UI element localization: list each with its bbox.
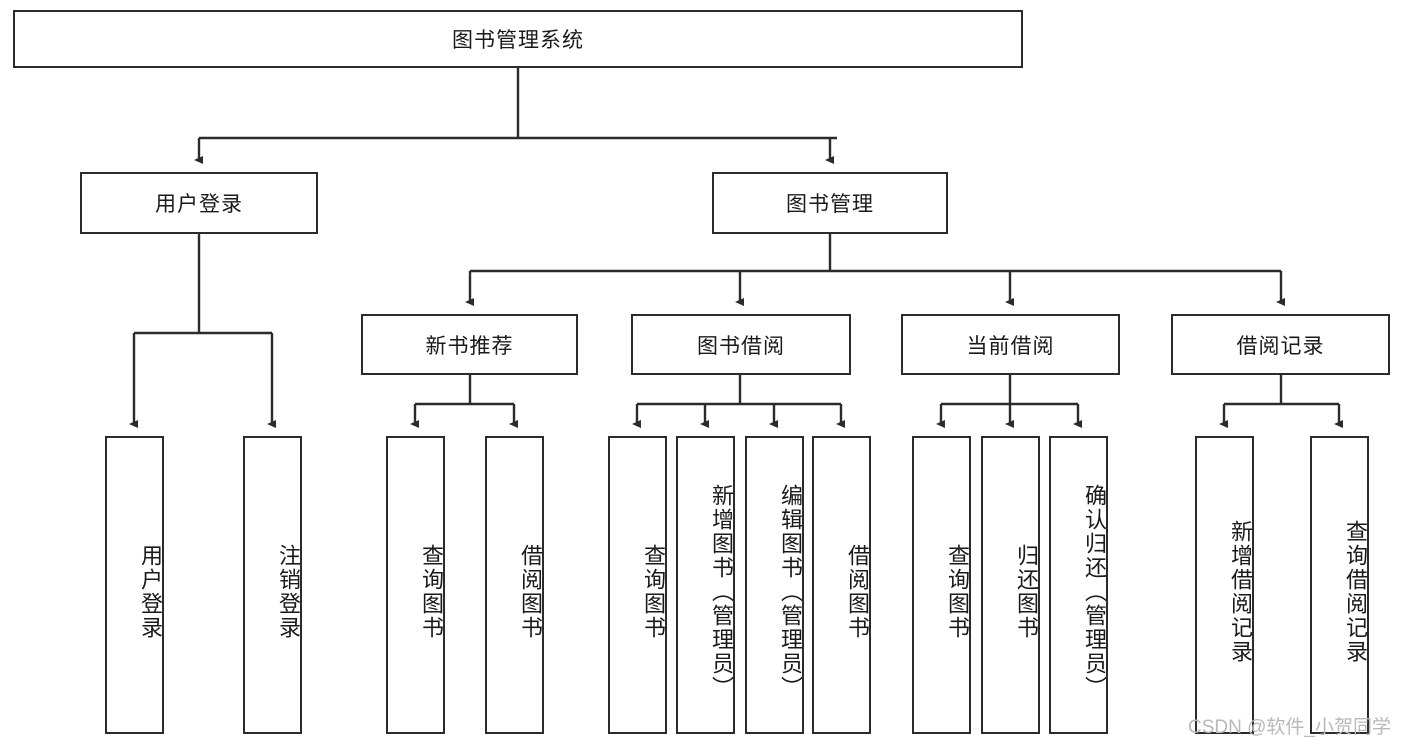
leaf-label: 用户登录 <box>138 544 163 640</box>
node-book-borrow-label: 图书借阅 <box>697 334 785 358</box>
node-book-management[interactable]: 图书管理 <box>712 172 948 234</box>
leaf-label: 借阅图书 <box>518 544 543 640</box>
node-borrow-record-label: 借阅记录 <box>1236 334 1325 358</box>
leaf-label: 借阅图书 <box>845 544 870 640</box>
leaf-label: 新增图书（管理员） <box>709 484 734 700</box>
node-root[interactable]: 图书管理系统 <box>13 10 1023 68</box>
node-user-login-label: 用户登录 <box>155 193 243 216</box>
node-current-borrow-label: 当前借阅 <box>966 334 1055 358</box>
node-book-borrow[interactable]: 图书借阅 <box>631 314 851 375</box>
leaf-label: 查询图书 <box>419 544 444 640</box>
leaf-current-borrow-1[interactable]: 归还图书 <box>981 436 1040 734</box>
node-book-management-label: 图书管理 <box>786 193 874 216</box>
leaf-new-book-recommend-1[interactable]: 借阅图书 <box>485 436 544 734</box>
leaf-current-borrow-0[interactable]: 查询图书 <box>912 436 971 734</box>
leaf-book-borrow-3[interactable]: 借阅图书 <box>812 436 871 734</box>
leaf-user-login-0[interactable]: 用户登录 <box>105 436 164 734</box>
node-user-login[interactable]: 用户登录 <box>80 172 318 234</box>
leaf-borrow-record-0[interactable]: 新增借阅记录 <box>1195 436 1254 734</box>
leaf-book-borrow-2[interactable]: 编辑图书（管理员） <box>745 436 804 734</box>
leaf-label: 查询图书 <box>641 544 666 640</box>
leaf-new-book-recommend-0[interactable]: 查询图书 <box>386 436 445 734</box>
node-current-borrow[interactable]: 当前借阅 <box>901 314 1120 375</box>
leaf-label: 确认归还（管理员） <box>1082 484 1107 700</box>
node-borrow-record[interactable]: 借阅记录 <box>1171 314 1390 375</box>
node-root-label: 图书管理系统 <box>452 29 584 52</box>
node-new-book-recommend[interactable]: 新书推荐 <box>361 314 578 375</box>
leaf-borrow-record-1[interactable]: 查询借阅记录 <box>1310 436 1369 734</box>
node-new-book-recommend-label: 新书推荐 <box>425 334 514 358</box>
leaf-label: 查询借阅记录 <box>1343 520 1368 664</box>
watermark: CSDN @软件_小贺同学 <box>1188 717 1391 738</box>
leaf-user-login-1[interactable]: 注销登录 <box>243 436 302 734</box>
leaf-label: 编辑图书（管理员） <box>778 484 803 700</box>
leaf-label: 查询图书 <box>945 544 970 640</box>
leaf-label: 新增借阅记录 <box>1228 520 1253 664</box>
leaf-label: 归还图书 <box>1014 544 1039 640</box>
leaf-book-borrow-1[interactable]: 新增图书（管理员） <box>676 436 735 734</box>
leaf-current-borrow-2[interactable]: 确认归还（管理员） <box>1049 436 1108 734</box>
leaf-book-borrow-0[interactable]: 查询图书 <box>608 436 667 734</box>
leaf-label: 注销登录 <box>276 544 301 640</box>
